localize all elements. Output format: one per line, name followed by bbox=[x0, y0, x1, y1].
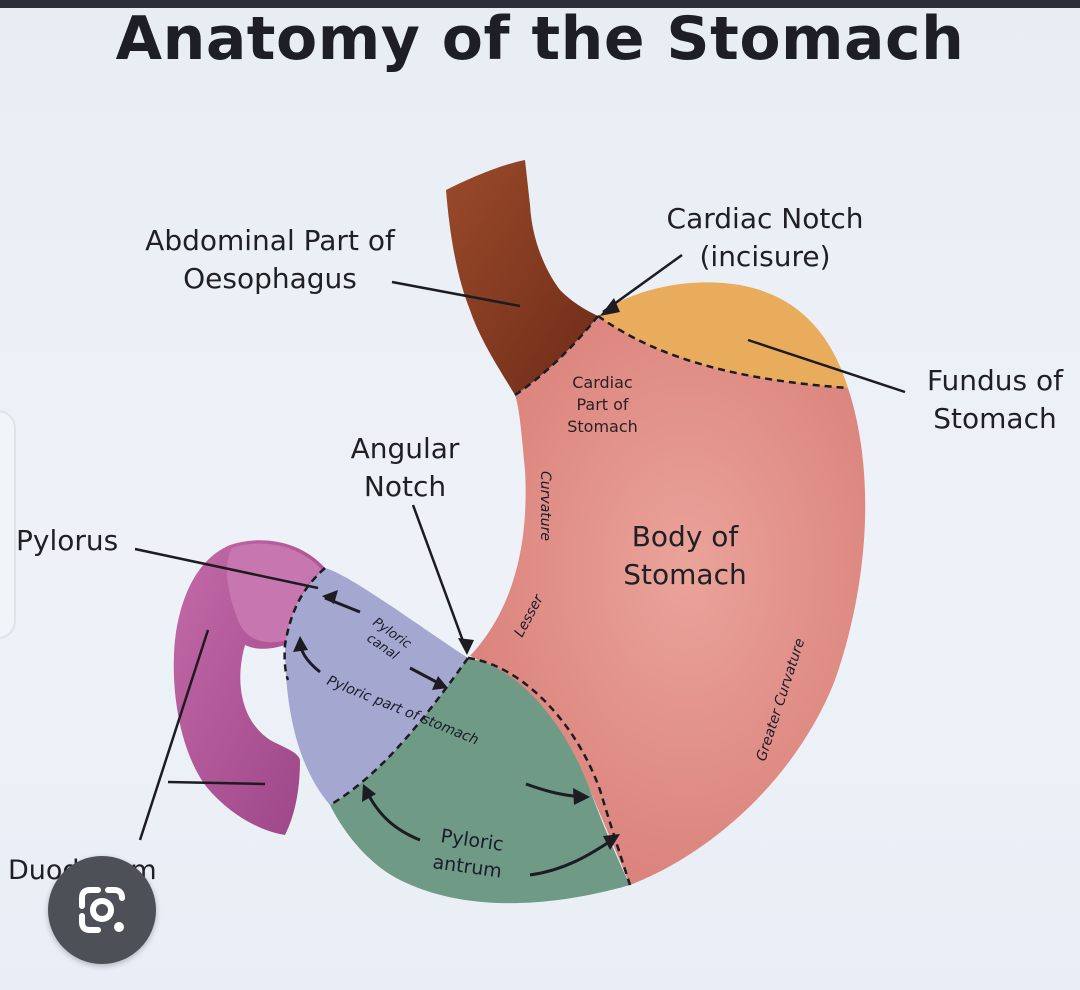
label-line: Cardiac bbox=[572, 373, 633, 392]
google-lens-button[interactable] bbox=[48, 856, 156, 964]
label-abdominal-oesophagus: Abdominal Part of Oesophagus bbox=[130, 222, 410, 298]
label-line: Cardiac Notch bbox=[666, 202, 864, 235]
label-body: Body of Stomach bbox=[595, 518, 775, 594]
label-line: Stomach bbox=[623, 558, 747, 591]
google-lens-icon bbox=[79, 887, 125, 933]
label-angular-notch: Angular Notch bbox=[325, 430, 485, 506]
stomach-fundus bbox=[598, 282, 848, 388]
leader-lines bbox=[134, 253, 906, 841]
duodenum-bulb bbox=[226, 543, 322, 643]
label-line: Fundus of bbox=[926, 364, 1064, 397]
label-line: Abdominal Part of bbox=[145, 224, 395, 257]
label-line: Part of bbox=[576, 395, 629, 414]
oesophagus bbox=[446, 160, 598, 395]
label-line: Stomach bbox=[567, 417, 638, 436]
label-fundus: Fundus of Stomach bbox=[915, 362, 1075, 438]
label-cardiac-notch: Cardiac Notch (incisure) bbox=[645, 200, 885, 276]
pyloric-antrum bbox=[330, 658, 630, 904]
label-line: Oesophagus bbox=[183, 262, 357, 295]
pyloric-canal bbox=[285, 568, 468, 805]
page-title: Anatomy of the Stomach bbox=[115, 4, 965, 74]
arrow-heads bbox=[458, 298, 620, 655]
label-line: Angular bbox=[350, 432, 460, 465]
label-pylorus: Pylorus bbox=[16, 524, 119, 557]
label-line: Body of bbox=[631, 520, 739, 553]
antrum-arrows bbox=[362, 782, 620, 877]
label-line: Notch bbox=[363, 470, 447, 503]
pyloric-canal-arrows bbox=[293, 590, 448, 690]
lesser-curvature-upper: Curvature bbox=[537, 471, 553, 541]
label-line: (incisure) bbox=[699, 240, 831, 273]
top-bar bbox=[0, 0, 1080, 8]
label-cardiac-part: Cardiac Part of Stomach bbox=[555, 372, 650, 438]
region-boundaries bbox=[283, 314, 849, 886]
label-line: Stomach bbox=[933, 402, 1057, 435]
side-panel-tab[interactable] bbox=[0, 410, 16, 639]
